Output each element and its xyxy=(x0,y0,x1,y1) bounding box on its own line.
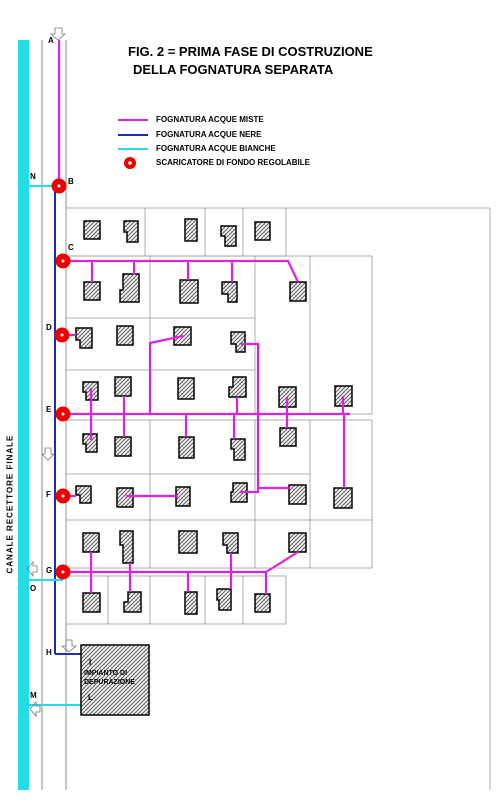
node-label-o: O xyxy=(30,584,37,593)
treatment-plant-label-line1: IMPIANTO DI xyxy=(84,670,128,677)
node-label-f: F xyxy=(46,490,51,499)
buildings xyxy=(75,218,353,615)
node-label-d: D xyxy=(46,323,52,332)
adjustable-bottom-outlets xyxy=(51,178,71,580)
node-label-m: M xyxy=(30,691,37,700)
node-label-l: L xyxy=(88,693,93,702)
figure-title-line2: DELLA FOGNATURA SEPARATA xyxy=(133,62,334,77)
figure-title-line1: FIG. 2 = PRIMA FASE DI COSTRUZIONE xyxy=(128,44,373,59)
treatment-plant-label: IMPIANTO DI DEPURAZIONE xyxy=(84,669,148,687)
legend-swatch-valve xyxy=(124,157,136,169)
canal-label: CANALE RECETTORE FINALE xyxy=(5,434,15,574)
node-label-n: N xyxy=(30,172,36,181)
node-label-i: I xyxy=(89,658,92,667)
receiving-canal xyxy=(18,40,29,790)
legend-label-black: FOGNATURA ACQUE NERE xyxy=(156,130,262,139)
node-label-e: E xyxy=(46,405,52,414)
legend-label-valve: SCARICATORE DI FONDO REGOLABILE xyxy=(156,158,310,167)
treatment-plant xyxy=(80,644,150,716)
node-label-a: A xyxy=(48,36,54,45)
mixed-sewer-network xyxy=(57,40,350,594)
legend-label-mixed: FOGNATURA ACQUE MISTE xyxy=(156,115,264,124)
legend-label-white: FOGNATURA ACQUE BIANCHE xyxy=(156,144,276,153)
treatment-plant-label-line2: DEPURAZIONE xyxy=(84,679,135,686)
node-label-b: B xyxy=(68,177,74,186)
node-label-g: G xyxy=(46,566,53,575)
city-blocks xyxy=(65,207,491,790)
flow-arrows xyxy=(26,27,78,718)
node-label-c: C xyxy=(68,243,74,252)
node-label-h: H xyxy=(46,648,52,657)
